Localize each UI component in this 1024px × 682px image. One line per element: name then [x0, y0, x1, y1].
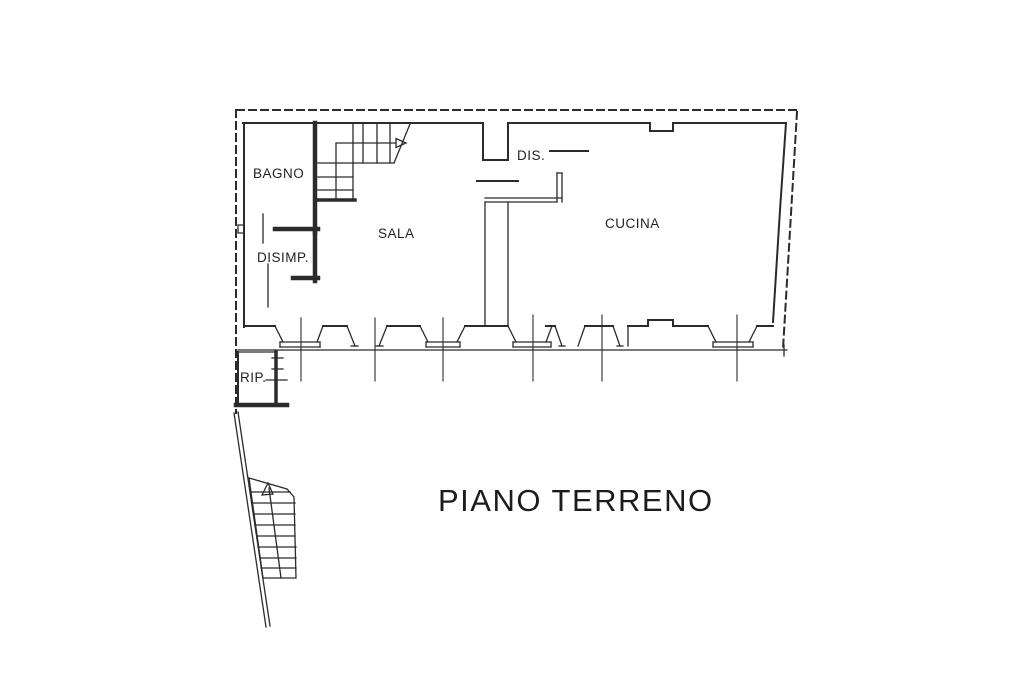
stair-direction-arrow-up — [260, 481, 274, 496]
windows-and-doors — [274, 314, 758, 382]
room-label-bagno: BAGNO — [253, 166, 305, 181]
boundary-dashed-outline — [235, 109, 799, 414]
interior-staircase — [316, 122, 411, 202]
plan-title: PIANO TERRENO — [438, 483, 714, 518]
walls — [237, 120, 788, 357]
room-label-rip: RIP. — [240, 370, 267, 385]
stair-direction-arrow-right — [395, 137, 408, 149]
room-label-disimp: DISIMP. — [257, 250, 310, 265]
room-label-sala: SALA — [378, 226, 415, 241]
exterior-staircase — [233, 411, 297, 628]
rip-room — [233, 350, 290, 408]
room-label-dis: DIS. — [517, 148, 546, 163]
room-label-cucina: CUCINA — [605, 216, 660, 231]
